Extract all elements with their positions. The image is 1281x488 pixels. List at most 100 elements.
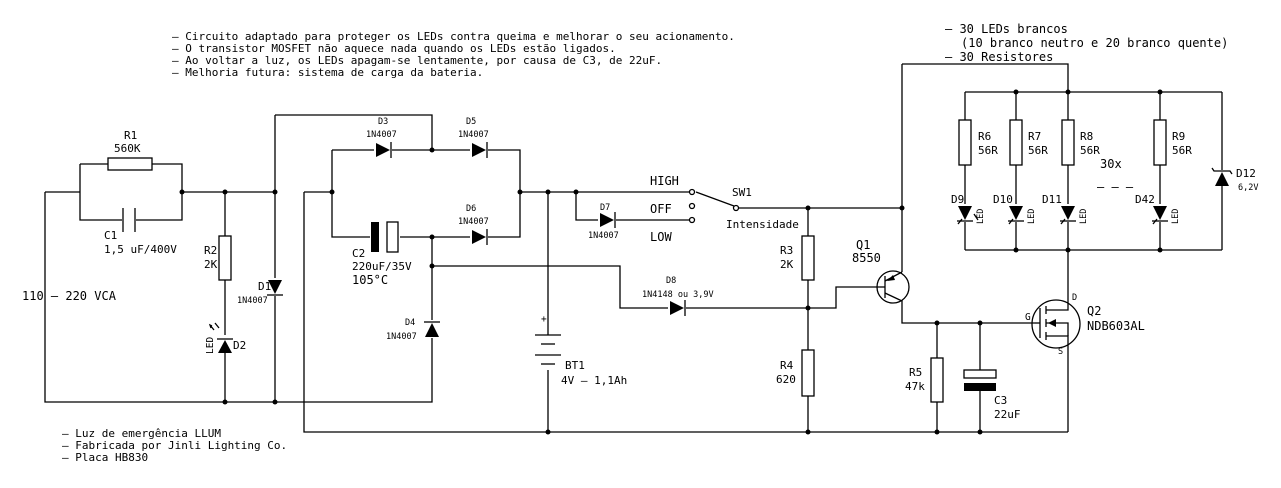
c1-value: 1,5 uF/400V	[104, 243, 177, 256]
r7-ref: R7	[1028, 130, 1041, 143]
r8-ref: R8	[1080, 130, 1093, 143]
r6-value: 56R	[978, 144, 998, 157]
diode-d6: D6 1N4007	[458, 204, 489, 245]
d42-ref: D42	[1135, 193, 1155, 206]
note-right-1: – 30 LEDs brancos	[945, 22, 1068, 36]
r5-value: 47k	[905, 380, 925, 393]
d4-ref: D4	[405, 318, 415, 328]
notes-right: – 30 LEDs brancos (10 branco neutro e 20…	[945, 22, 1228, 64]
r4-ref: R4	[780, 359, 794, 372]
c2-value: 220uF/35V	[352, 260, 412, 273]
d2-value: LED	[205, 337, 216, 354]
r8-value: 56R	[1080, 144, 1100, 157]
d3-ref: D3	[378, 117, 388, 127]
c2-ref: C2	[352, 247, 365, 260]
r5-ref: R5	[909, 366, 922, 379]
d7-ref: D7	[600, 203, 610, 213]
battery-bt1: + BT1 4V – 1,1Ah	[535, 314, 627, 387]
note-top-2: – O transistor MOSFET não aquece nada qu…	[172, 42, 616, 55]
sw1-ref: SW1	[732, 186, 752, 199]
led-d10: LED D10	[993, 193, 1037, 225]
d11-ref: D11	[1042, 193, 1062, 206]
sw1-high-label: HIGH	[650, 174, 679, 188]
r9-ref: R9	[1172, 130, 1185, 143]
q2-ref: Q2	[1087, 304, 1101, 318]
resistor-r8: R8 56R	[1061, 119, 1100, 166]
resistor-r9: R9 56R	[1153, 119, 1192, 166]
d5-value: 1N4007	[458, 130, 489, 140]
d12-value: 6,2V	[1238, 183, 1258, 193]
capacitor-c1: C1 1,5 uF/400V	[104, 208, 177, 256]
r2-ref: R2	[204, 244, 217, 257]
q1-value: 8550	[852, 251, 881, 265]
d11-value: LED	[1079, 209, 1089, 224]
diode-d3: D3 1N4007	[366, 117, 397, 158]
c1-ref: C1	[104, 229, 117, 242]
notes-top: – Circuito adaptado para proteger os LED…	[172, 30, 735, 79]
c3-ref: C3	[994, 394, 1007, 407]
wires	[44, 63, 1223, 433]
d2-ref: D2	[233, 339, 246, 352]
note-bottom-3: – Placa HB830	[62, 451, 148, 464]
sw1-off-label: OFF	[650, 202, 672, 216]
note-right-3: – 30 Resistores	[945, 50, 1053, 64]
diode-d5: D5 1N4007	[458, 117, 489, 158]
sw1-low-label: LOW	[650, 230, 672, 244]
r6-ref: R6	[978, 130, 991, 143]
r3-ref: R3	[780, 244, 793, 257]
resistor-r4: R4 620	[776, 349, 815, 397]
note-top-3: – Ao voltar a luz, os LEDs apagam-se len…	[172, 54, 662, 67]
bt1-value: 4V – 1,1Ah	[561, 374, 627, 387]
note-top-4: – Melhoria futura: sistema de carga da b…	[172, 66, 483, 79]
d10-value: LED	[1027, 209, 1037, 224]
q1-ref: Q1	[856, 238, 870, 252]
resistor-r3: R3 2K	[780, 235, 815, 281]
led-d9: LED D9	[951, 193, 986, 225]
resistor-r2: R2 2K	[204, 235, 232, 281]
zener-d12: D12 6,2V	[1211, 167, 1258, 193]
resistor-r5: R5 47k	[905, 357, 944, 403]
led-d11: LED D11	[1042, 193, 1089, 225]
d4-value: 1N4007	[386, 332, 417, 342]
resistor-r1: R1 560K	[107, 129, 153, 171]
diode-d7: D7 1N4007	[588, 203, 619, 241]
switch-sw1: HIGH OFF LOW SW1 Intensidade	[650, 174, 799, 244]
diode-d1: D1 1N4007	[237, 280, 283, 306]
q2-value: NDB603AL	[1087, 319, 1145, 333]
d1-ref: D1	[258, 280, 271, 293]
c3-value: 22uF	[994, 408, 1021, 421]
diode-d4: D4 1N4007	[386, 318, 440, 342]
resistor-r6: R6 56R	[958, 119, 998, 166]
note-bottom-2: – Fabricada por Jinli Lighting Co.	[62, 439, 287, 452]
q2-pin-g: G	[1025, 312, 1031, 323]
r2-value: 2K	[204, 258, 218, 271]
resistor-r7: R7 56R	[1009, 119, 1048, 166]
array-count-label: 30x	[1100, 157, 1122, 171]
r1-ref: R1	[124, 129, 137, 142]
r1-value: 560K	[114, 142, 141, 155]
q2-pin-s: S	[1058, 347, 1063, 357]
input-voltage-label: 110 – 220 VCA	[22, 289, 117, 303]
d9-value: LED	[976, 209, 986, 224]
r3-value: 2K	[780, 258, 794, 271]
note-top-1: – Circuito adaptado para proteger os LED…	[172, 30, 735, 43]
mosfet-q2: G D S Q2 NDB603AL	[1025, 293, 1145, 357]
d10-ref: D10	[993, 193, 1013, 206]
sw1-value: Intensidade	[726, 218, 799, 231]
led-d2: LED D2	[205, 322, 246, 354]
d7-value: 1N4007	[588, 231, 619, 241]
r9-value: 56R	[1172, 144, 1192, 157]
r4-value: 620	[776, 373, 796, 386]
d8-ref: D8	[666, 276, 676, 286]
transistor-q1: Q1 8550	[852, 238, 910, 304]
array-ellipsis: – – –	[1097, 180, 1134, 194]
bt1-ref: BT1	[565, 359, 585, 372]
d9-ref: D9	[951, 193, 964, 206]
d6-value: 1N4007	[458, 217, 489, 227]
diode-d8: D8 1N4148 ou 3,9V	[642, 276, 714, 316]
d6-ref: D6	[466, 204, 476, 214]
led-d42: LED D42	[1135, 193, 1181, 225]
note-bottom-1: – Luz de emergência LLUM	[62, 427, 221, 440]
d3-value: 1N4007	[366, 130, 397, 140]
